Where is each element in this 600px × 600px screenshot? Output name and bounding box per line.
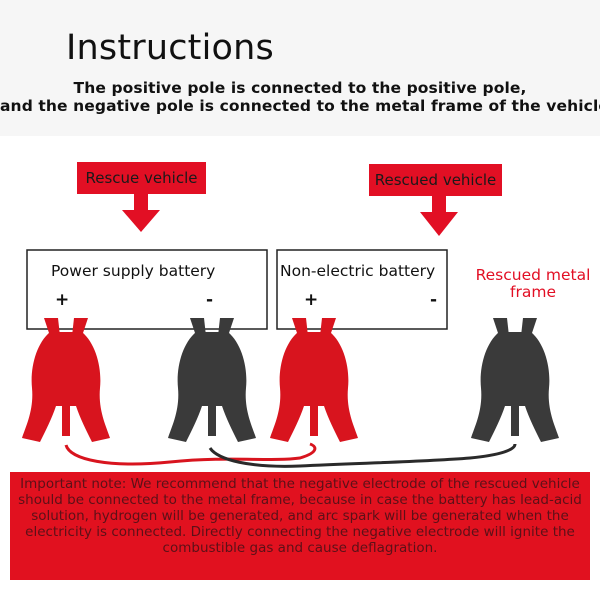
arrow-rescue-vehicle: [122, 192, 160, 232]
power-battery-negative-sign: -: [206, 290, 214, 310]
rescued-metal-frame-label: Rescued metal frame: [475, 266, 591, 301]
power-battery-positive-sign: +: [55, 290, 70, 310]
power-supply-battery-label: Power supply battery: [51, 262, 216, 280]
clamp-black-metal-frame: [471, 318, 559, 442]
important-note-box: [10, 472, 590, 580]
arrow-rescued-vehicle: [420, 194, 458, 236]
page-title: Instructions: [66, 28, 274, 68]
subtitle-line-1: The positive pole is connected to the po…: [73, 79, 527, 97]
red-cable: [64, 442, 317, 466]
important-note-text: Important note: We recommend that the ne…: [18, 476, 582, 556]
header-band: Instructions The positive pole is connec…: [0, 0, 600, 136]
non-electric-battery-label: Non-electric battery: [280, 262, 436, 280]
power-supply-battery-box: [26, 249, 268, 330]
rescue-vehicle-label: Rescue vehicle: [77, 162, 206, 194]
non-electric-battery-box: [276, 249, 448, 330]
rescued-vehicle-label: Rescued vehicle: [369, 164, 502, 196]
subtitle-line-2: and the negative pole is connected to th…: [0, 97, 600, 115]
clamp-black-power-negative: [168, 318, 256, 442]
clamp-red-power-positive: [22, 318, 110, 442]
non-electric-battery-positive-sign: +: [304, 290, 319, 310]
black-cable: [208, 443, 517, 468]
clamp-red-non-electric-positive: [270, 318, 358, 442]
non-electric-battery-negative-sign: -: [430, 290, 438, 310]
